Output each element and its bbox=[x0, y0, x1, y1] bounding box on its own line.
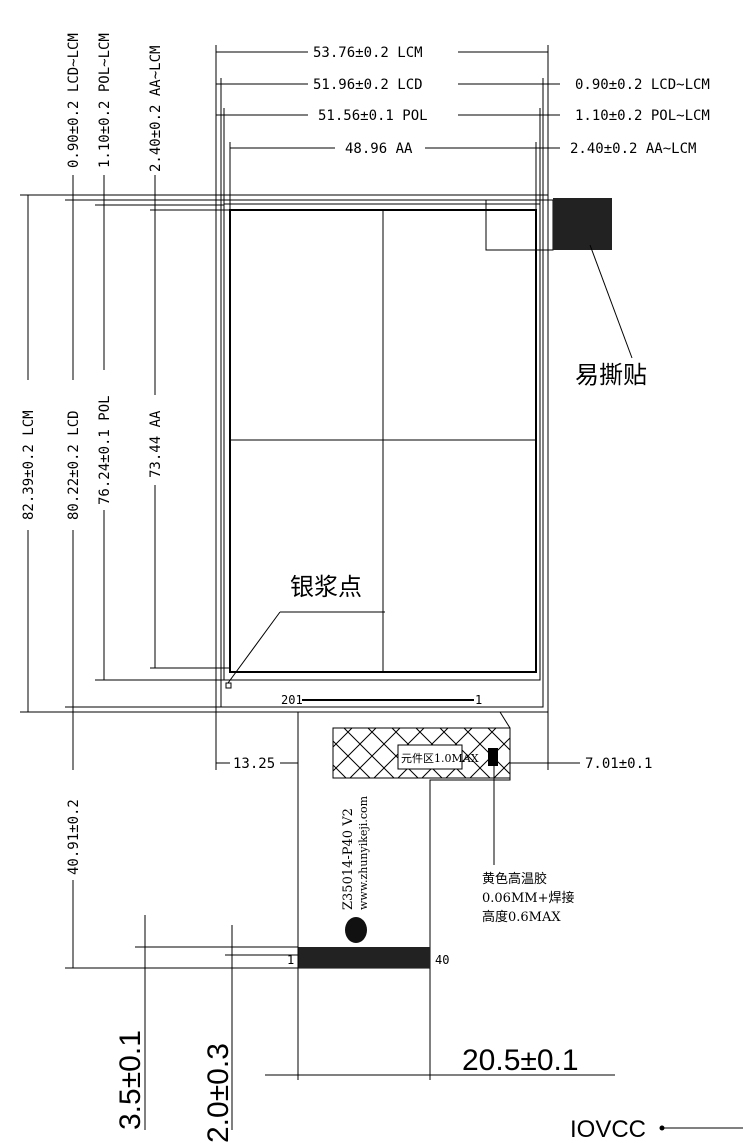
iovcc-signal: IOVCC bbox=[570, 1116, 743, 1143]
pol-width-dim: 51.56±0.1 POL bbox=[318, 108, 428, 124]
silver-paste-dot bbox=[225, 682, 232, 689]
lcm-width-dim: 53.76±0.2 LCM bbox=[313, 45, 423, 61]
right-offset-dim: 7.01±0.1 bbox=[585, 756, 652, 772]
aa-height-dim: 73.44 AA bbox=[148, 410, 164, 478]
lcm-outline bbox=[215, 194, 549, 713]
lcm-height-dim: 82.39±0.2 LCM bbox=[21, 410, 37, 520]
easy-peel-label: 易撕贴 bbox=[575, 361, 647, 389]
top-lcd-lcm-dim: 0.90±0.2 LCD~LCM bbox=[66, 33, 82, 168]
lcd-lcm-dim: 0.90±0.2 LCD~LCM bbox=[575, 77, 710, 93]
fpc-length-dim: 40.91±0.2 bbox=[66, 799, 82, 875]
silver-paste-label: 银浆点 bbox=[290, 573, 362, 601]
iovcc-label: IOVCC bbox=[570, 1116, 646, 1143]
pol-lcm-dim: 1.10±0.2 POL~LCM bbox=[575, 108, 710, 124]
pol-height-dim: 76.24±0.1 POL bbox=[97, 395, 113, 505]
top-pol-lcm-dim: 1.10±0.2 POL~LCM bbox=[97, 33, 113, 168]
fpc-part-number: Z35014-P40 V2 bbox=[341, 808, 356, 910]
pin-label: 201 bbox=[281, 693, 303, 707]
fpc: 元件区1.0MAX Z35014-P40 V2 www.zhunyikeji.c… bbox=[297, 711, 574, 969]
pin-label: 1 bbox=[475, 693, 482, 707]
fpc-dimensions: 13.25 7.01±0.1 3.5±0.1 2.0±0.3 20.5±0.1 bbox=[114, 712, 652, 1143]
yellow-tape-note: 黄色高温胶 bbox=[482, 871, 547, 887]
easy-peel-tape: 易撕贴 bbox=[485, 198, 647, 389]
aa-lcm-dim: 2.40±0.2 AA~LCM bbox=[570, 141, 696, 157]
pad-2-0-dim: 2.0±0.3 bbox=[202, 1043, 235, 1143]
top-aa-lcm-dim: 2.40±0.2 AA~LCM bbox=[148, 46, 164, 172]
component-area-label: 元件区1.0MAX bbox=[401, 752, 479, 765]
aa-width-dim: 48.96 AA bbox=[345, 141, 413, 157]
pin-label: 40 bbox=[435, 953, 449, 967]
lcd-height-dim: 80.22±0.2 LCD bbox=[66, 410, 82, 520]
yellow-tape-note: 高度0.6MAX bbox=[482, 909, 561, 925]
left-offset-dim: 13.25 bbox=[233, 756, 275, 772]
top-dimensions: 53.76±0.2 LCM 51.96±0.2 LCD 0.90±0.2 LCD… bbox=[215, 44, 740, 210]
yellow-tape-note: 0.06MM+焊接 bbox=[482, 890, 574, 906]
pad-3-5-dim: 3.5±0.1 bbox=[114, 1030, 147, 1130]
left-dimensions: 0.90±0.2 LCD~LCM 1.10±0.2 POL~LCM 2.40±0… bbox=[20, 33, 298, 969]
fpc-url: www.zhunyikeji.com bbox=[357, 795, 370, 910]
lcd-width-dim: 51.96±0.2 LCD bbox=[313, 77, 423, 93]
fpc-width-dim: 20.5±0.1 bbox=[462, 1044, 579, 1077]
pin-label: 1 bbox=[287, 953, 294, 967]
